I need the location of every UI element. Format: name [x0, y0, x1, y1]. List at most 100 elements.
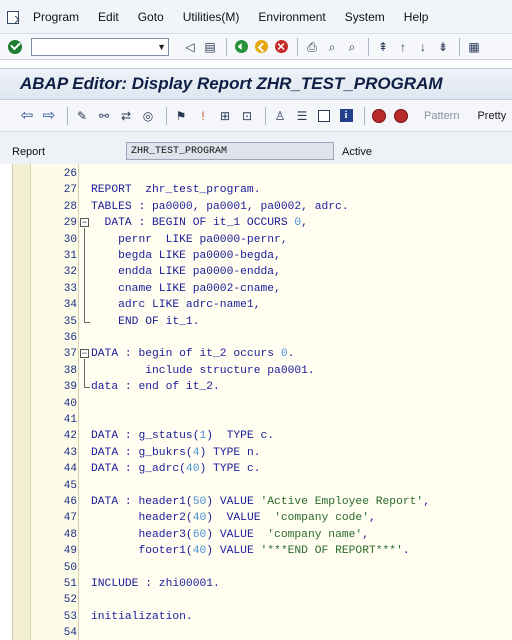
fold-toggle-icon[interactable]: −	[80, 217, 89, 228]
set-breakpoint-icon[interactable]	[370, 107, 388, 125]
pretty-printer-button[interactable]: Pretty	[477, 109, 507, 122]
menu-edit[interactable]: Edit	[98, 9, 119, 24]
external-breakpoint-icon[interactable]	[392, 107, 410, 125]
code-line[interactable]: 28 TABLES : pa0000, pa0001, pa0002, adrc.	[13, 199, 512, 215]
code-line[interactable]: 26	[13, 166, 512, 182]
code-line[interactable]: 37−DATA : begin of it_2 occurs 0.	[13, 346, 512, 362]
application-toolbar: ⇦ ⇨ ✎ ⚯ ⇄ ◎ ⚑ ǃ ⊞ ⊡ ♙ ☰ i Pattern Pretty	[0, 100, 512, 132]
menu-utilities[interactable]: Utilities(M)	[182, 9, 240, 24]
code-line[interactable]: 51 INCLUDE : zhi00001.	[13, 576, 512, 592]
next-page-icon[interactable]: ↓	[420, 39, 426, 54]
breakpoint-icon	[394, 108, 408, 123]
fold-toggle-icon[interactable]: −	[80, 348, 89, 359]
other-object-icon[interactable]: ⚯	[98, 108, 110, 123]
code-line[interactable]: 30 pernr LIKE pa0000-pernr,	[13, 232, 512, 248]
where-used-icon[interactable]: ⊞	[219, 108, 231, 123]
first-page-icon[interactable]: ⇞	[377, 39, 389, 54]
display-change-icon[interactable]: ✎	[76, 108, 88, 123]
menu-help[interactable]: Help	[403, 9, 429, 24]
line-number: 51	[63, 578, 77, 590]
code-line[interactable]: 41	[13, 412, 512, 428]
line-number: 36	[63, 332, 77, 344]
line-number: 33	[63, 282, 77, 295]
code-line[interactable]: 34 adrc LIKE adrc-name1,	[13, 297, 512, 313]
code-text: adrc LIKE adrc-name1,	[91, 299, 261, 312]
toolbar-separator	[166, 106, 167, 125]
navigation-window-icon[interactable]: ♙	[274, 108, 286, 123]
code-line[interactable]: 40	[13, 396, 512, 412]
line-number: 28	[63, 200, 77, 213]
line-number: 44	[63, 463, 77, 476]
menu-environment[interactable]: Environment	[258, 9, 326, 24]
code-text: header2(40) VALUE 'company code',	[91, 512, 376, 525]
menu-system[interactable]: System	[344, 9, 385, 24]
line-number: 50	[63, 561, 77, 574]
command-field[interactable]: ▼	[31, 37, 169, 56]
menu-program[interactable]: Program	[33, 9, 80, 24]
save-icon[interactable]: ▤	[204, 39, 216, 54]
back-button[interactable]	[232, 38, 250, 56]
report-header: Report ZHR_TEST_PROGRAM Active	[0, 132, 512, 164]
code-line[interactable]: 36	[13, 330, 512, 346]
previous-page-icon[interactable]: ↑	[400, 39, 406, 54]
code-line[interactable]: 29− DATA : BEGIN OF it_1 OCCURS 0,	[13, 215, 512, 231]
code-line[interactable]: 35 END OF it_1.	[13, 314, 512, 330]
back-arrow-icon[interactable]: ◁	[185, 39, 195, 54]
code-line[interactable]: 38 include structure pa0001.	[13, 363, 512, 379]
code-text: begda LIKE pa0000-begda,	[91, 250, 281, 262]
code-line[interactable]: 54	[13, 625, 512, 640]
code-text: DATA : begin of it_2 occurs 0.	[91, 348, 295, 361]
cancel-button[interactable]	[272, 38, 290, 56]
check-icon[interactable]: ◎	[142, 108, 154, 123]
line-number: 34	[63, 299, 77, 312]
code-line[interactable]: 31 begda LIKE pa0000-begda,	[13, 248, 512, 264]
window-menu-icon[interactable]	[6, 10, 22, 24]
enter-button[interactable]	[4, 37, 26, 57]
menu-goto[interactable]: Goto	[137, 9, 164, 24]
code-line[interactable]: 49 footer1(40) VALUE '***END OF REPORT**…	[13, 543, 512, 559]
code-line[interactable]: 50	[13, 560, 512, 576]
code-text: TABLES : pa0000, pa0001, pa0002, adrc.	[91, 200, 349, 213]
last-page-icon[interactable]: ⇟	[437, 39, 449, 54]
previous-object-icon[interactable]: ⇦	[20, 107, 34, 124]
print-icon[interactable]: ⎙	[307, 39, 317, 54]
line-number: 32	[63, 266, 77, 279]
find-icon[interactable]: ⌕	[328, 39, 336, 54]
code-line[interactable]: 52	[13, 592, 512, 608]
find-next-icon[interactable]: ⌕	[348, 39, 356, 54]
object-list-icon[interactable]: ⊡	[241, 108, 253, 123]
info-button[interactable]: i	[337, 107, 355, 125]
active-inactive-icon[interactable]: ⇄	[120, 108, 132, 123]
activate-icon[interactable]: ⚑	[175, 108, 187, 123]
pattern-button[interactable]: Pattern	[424, 109, 460, 122]
hierarchy-icon[interactable]: ☰	[296, 108, 308, 123]
test-icon[interactable]: ǃ	[201, 108, 205, 123]
code-line[interactable]: 45	[13, 478, 512, 494]
code-text: INCLUDE : zhi00001.	[91, 578, 220, 590]
line-number: 39	[63, 381, 77, 394]
chevron-down-icon[interactable]: ▼	[157, 41, 166, 52]
code-text: data : end of it_2.	[91, 381, 220, 394]
code-text: pernr LIKE pa0000-pernr,	[91, 233, 288, 246]
line-number: 49	[63, 545, 77, 558]
code-line[interactable]: 39 data : end of it_2.	[13, 379, 512, 395]
exit-button[interactable]	[252, 38, 270, 56]
next-object-icon[interactable]: ⇨	[42, 107, 56, 124]
code-line[interactable]: 48 header3(60) VALUE 'company name',	[13, 527, 512, 543]
checkmark-icon	[8, 39, 22, 54]
code-line[interactable]: 32 endda LIKE pa0000-endda,	[13, 264, 512, 280]
toolbar-separator	[226, 37, 227, 56]
code-line[interactable]: 33 cname LIKE pa0002-cname,	[13, 281, 512, 297]
standard-toolbar: ▼ ◁ ▤ ⎙ ⌕ ⌕ ⇞ ↑ ↓ ⇟ ▦	[0, 34, 512, 60]
fullscreen-icon[interactable]	[315, 107, 333, 125]
command-input[interactable]	[32, 38, 150, 55]
code-line[interactable]: 47 header2(40) VALUE 'company code',	[13, 510, 512, 526]
new-session-icon[interactable]: ▦	[468, 39, 480, 54]
